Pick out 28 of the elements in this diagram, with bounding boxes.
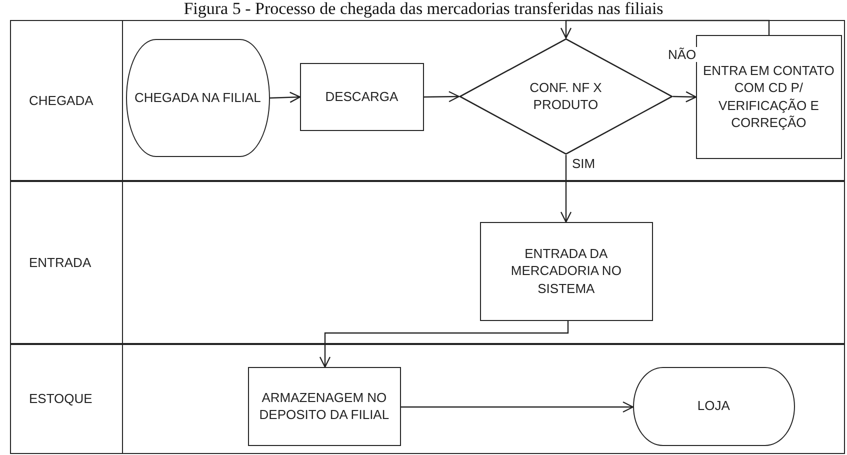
arrow [270,92,301,103]
lane-label: ENTRADA [29,254,92,272]
arrow [401,401,634,413]
arrow [560,20,770,39]
terminal-shape [126,38,270,157]
lane-label: CHEGADA [29,92,94,110]
node-text: ARMAZENAGEM NO DEPOSITO DA FILIAL [258,388,390,424]
edge-label: SIM [570,156,598,171]
node-text: DESCARGA [325,88,398,106]
edge-label: NÃO [666,47,698,62]
node-text: ENTRA EM CONTATO COM CD P/ VERIFICAÇÃO E CORREÇÃO [702,62,836,132]
figure-title: Figura 5 - Processo de chegada das mercadorias transferidas nas filiais [182,0,664,18]
node-text: CHEGADA NA FILIAL [134,88,261,106]
process-box [480,222,653,321]
node-text: LOJA [697,397,730,415]
process-box [248,366,401,446]
arrow [672,91,697,102]
node-text: ENTRADA DA MERCADORIA NO SISTEMA [510,244,622,298]
arrow [319,321,569,368]
process-box [300,62,424,131]
swimlane [10,344,845,454]
node-text: CONF. NF X PRODUTO [528,78,603,114]
swimlane [10,181,845,344]
arrow [424,91,460,102]
arrow [560,155,572,223]
process-box [696,34,842,159]
lane-label: ESTOQUE [29,390,92,408]
swimlane [10,20,845,181]
